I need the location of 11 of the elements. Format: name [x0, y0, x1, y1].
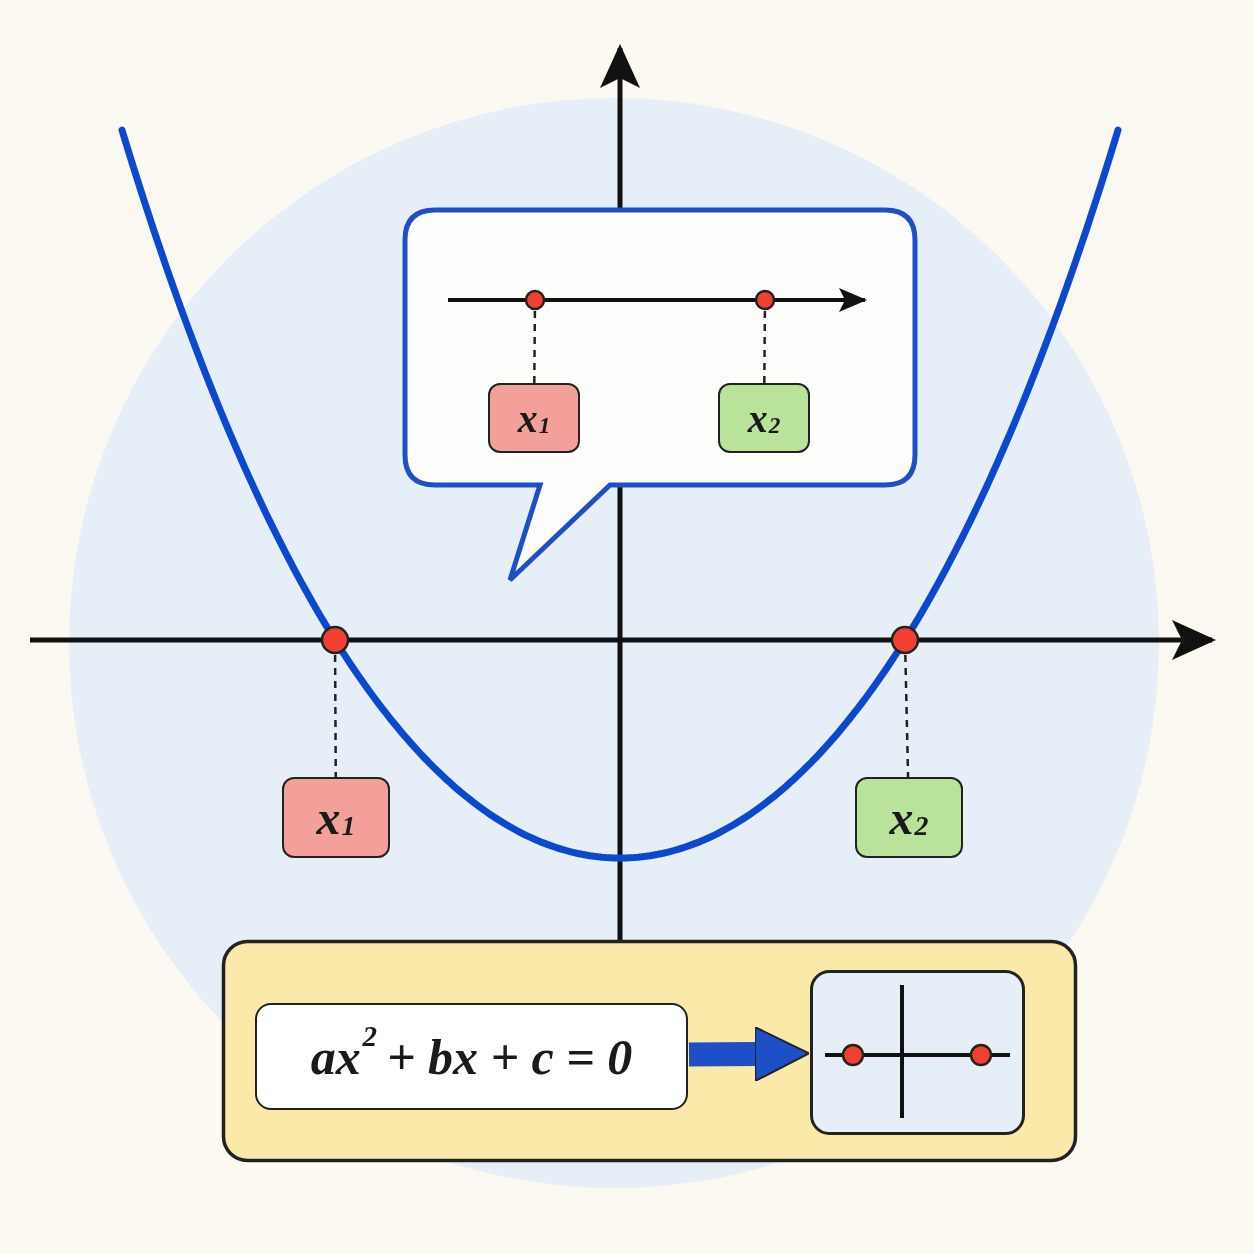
- leader-line: [333, 655, 337, 777]
- point-marker: [754, 289, 776, 311]
- leader-line: [533, 311, 537, 383]
- formula-panel: [222, 940, 1077, 1162]
- mini-graph-drawing: [810, 970, 1025, 1135]
- equation-box: ax$^{2}$ + bx + c = 0: [255, 1003, 688, 1110]
- point-marker: [524, 289, 546, 311]
- speech-bubble: [405, 210, 915, 585]
- block-arrow: [688, 1025, 810, 1082]
- leader-line: [763, 311, 767, 383]
- leader-line: [904, 654, 910, 778]
